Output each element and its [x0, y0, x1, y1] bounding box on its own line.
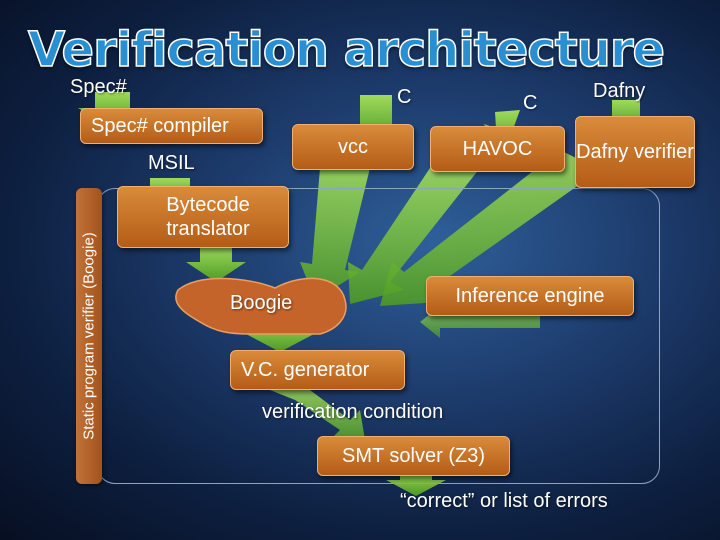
page-title: Verification architecture: [28, 22, 664, 78]
label-c-left: C: [397, 86, 411, 109]
label-dafny: Dafny: [593, 80, 645, 103]
vc-generator-box: V.C. generator: [230, 350, 405, 390]
result-label: “correct” or list of errors: [400, 490, 608, 513]
spec-compiler-box: Spec# compiler: [80, 108, 263, 144]
label-spec-sharp: Spec#: [70, 76, 127, 99]
side-label: Static program verifier (Boogie): [81, 232, 98, 440]
smt-solver-box: SMT solver (Z3): [317, 436, 510, 476]
verification-condition-label: verification condition: [262, 401, 443, 424]
havoc-box: HAVOC: [430, 126, 565, 172]
inference-engine-box: Inference engine: [426, 276, 634, 316]
boogie-label: Boogie: [230, 292, 292, 315]
vcc-box: vcc: [292, 124, 414, 170]
label-c-right: C: [523, 92, 537, 115]
bytecode-translator-box: Bytecode translator: [117, 186, 289, 248]
dafny-verifier-box: Dafny verifier: [575, 116, 695, 188]
msil-label: MSIL: [148, 152, 195, 175]
